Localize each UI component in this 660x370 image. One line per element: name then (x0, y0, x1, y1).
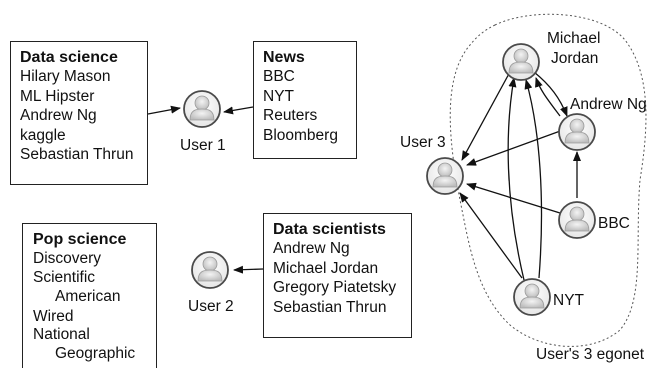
user2-label: User 2 (188, 298, 234, 315)
nyt-icon (513, 278, 551, 316)
user3-label: User 3 (400, 134, 446, 151)
list-item: National (33, 326, 90, 343)
edge-mj-user3 (461, 69, 512, 161)
list-item: Andrew Ng (20, 107, 97, 124)
news-title: News (263, 49, 305, 66)
michael-jordan-label-line1: Michael (547, 30, 601, 47)
list-item: BBC (263, 68, 295, 85)
data-scientists-title: Data scientists (273, 221, 386, 238)
edge-data-scientists-user2 (233, 265, 264, 274)
list-item: Andrew Ng (273, 240, 350, 257)
edge-nyt-mj-b (524, 79, 543, 279)
list-item: Sebastian Thrun (20, 146, 134, 163)
data-scientists-box: Data scientists Andrew Ng Michael Jordan… (263, 213, 412, 338)
list-item: Bloomberg (263, 126, 338, 144)
bbc-icon (558, 201, 596, 239)
egonet-caption: User's 3 egonet (536, 346, 645, 363)
user1-label: User 1 (180, 137, 226, 154)
andrew-ng-icon (558, 113, 596, 151)
edge-data-science-user1 (147, 105, 181, 115)
list-item: NYT (263, 87, 294, 105)
pop-science-title: Pop science (33, 231, 127, 248)
list-item: Discovery (33, 250, 102, 267)
pop-science-box: Pop science Discovery Scientific America… (22, 223, 157, 368)
andrew-ng-label: Andrew Ng (570, 96, 647, 113)
edge-news-user1 (223, 106, 254, 115)
bbc-label: BBC (598, 215, 630, 232)
nyt-label: NYT (553, 292, 584, 309)
user3-icon (426, 157, 464, 195)
list-item: Michael Jordan (273, 259, 379, 277)
user1-icon (183, 90, 221, 128)
list-item: kaggle (20, 126, 66, 144)
egonet-region (449, 13, 647, 347)
news-box: News BBC NYT Reuters Bloomberg (253, 41, 357, 159)
list-item: American (55, 287, 121, 305)
list-item: Reuters (263, 107, 318, 124)
edge-an-mj (535, 77, 561, 117)
data-science-box: Data science Hilary Mason ML Hipster And… (10, 41, 148, 185)
edge-nyt-user3 (459, 192, 523, 279)
michael-jordan-icon (502, 43, 540, 81)
list-item: Scientific (33, 268, 96, 286)
edge-an-user3 (466, 129, 564, 166)
edge-nyt-mj-a (507, 77, 525, 281)
list-item: Wired (33, 307, 74, 325)
data-science-title: Data science (20, 49, 118, 66)
list-item: ML Hipster (20, 87, 95, 105)
edge-bbc-user3 (466, 182, 561, 214)
list-item: Hilary Mason (20, 68, 111, 85)
user2-icon (191, 251, 229, 289)
list-item: Geographic (55, 345, 136, 362)
michael-jordan-label-line2: Jordan (551, 50, 599, 67)
list-item: Sebastian Thrun (273, 298, 387, 316)
list-item: Gregory Piatetsky (273, 279, 397, 296)
edge-mj-an (533, 71, 568, 117)
